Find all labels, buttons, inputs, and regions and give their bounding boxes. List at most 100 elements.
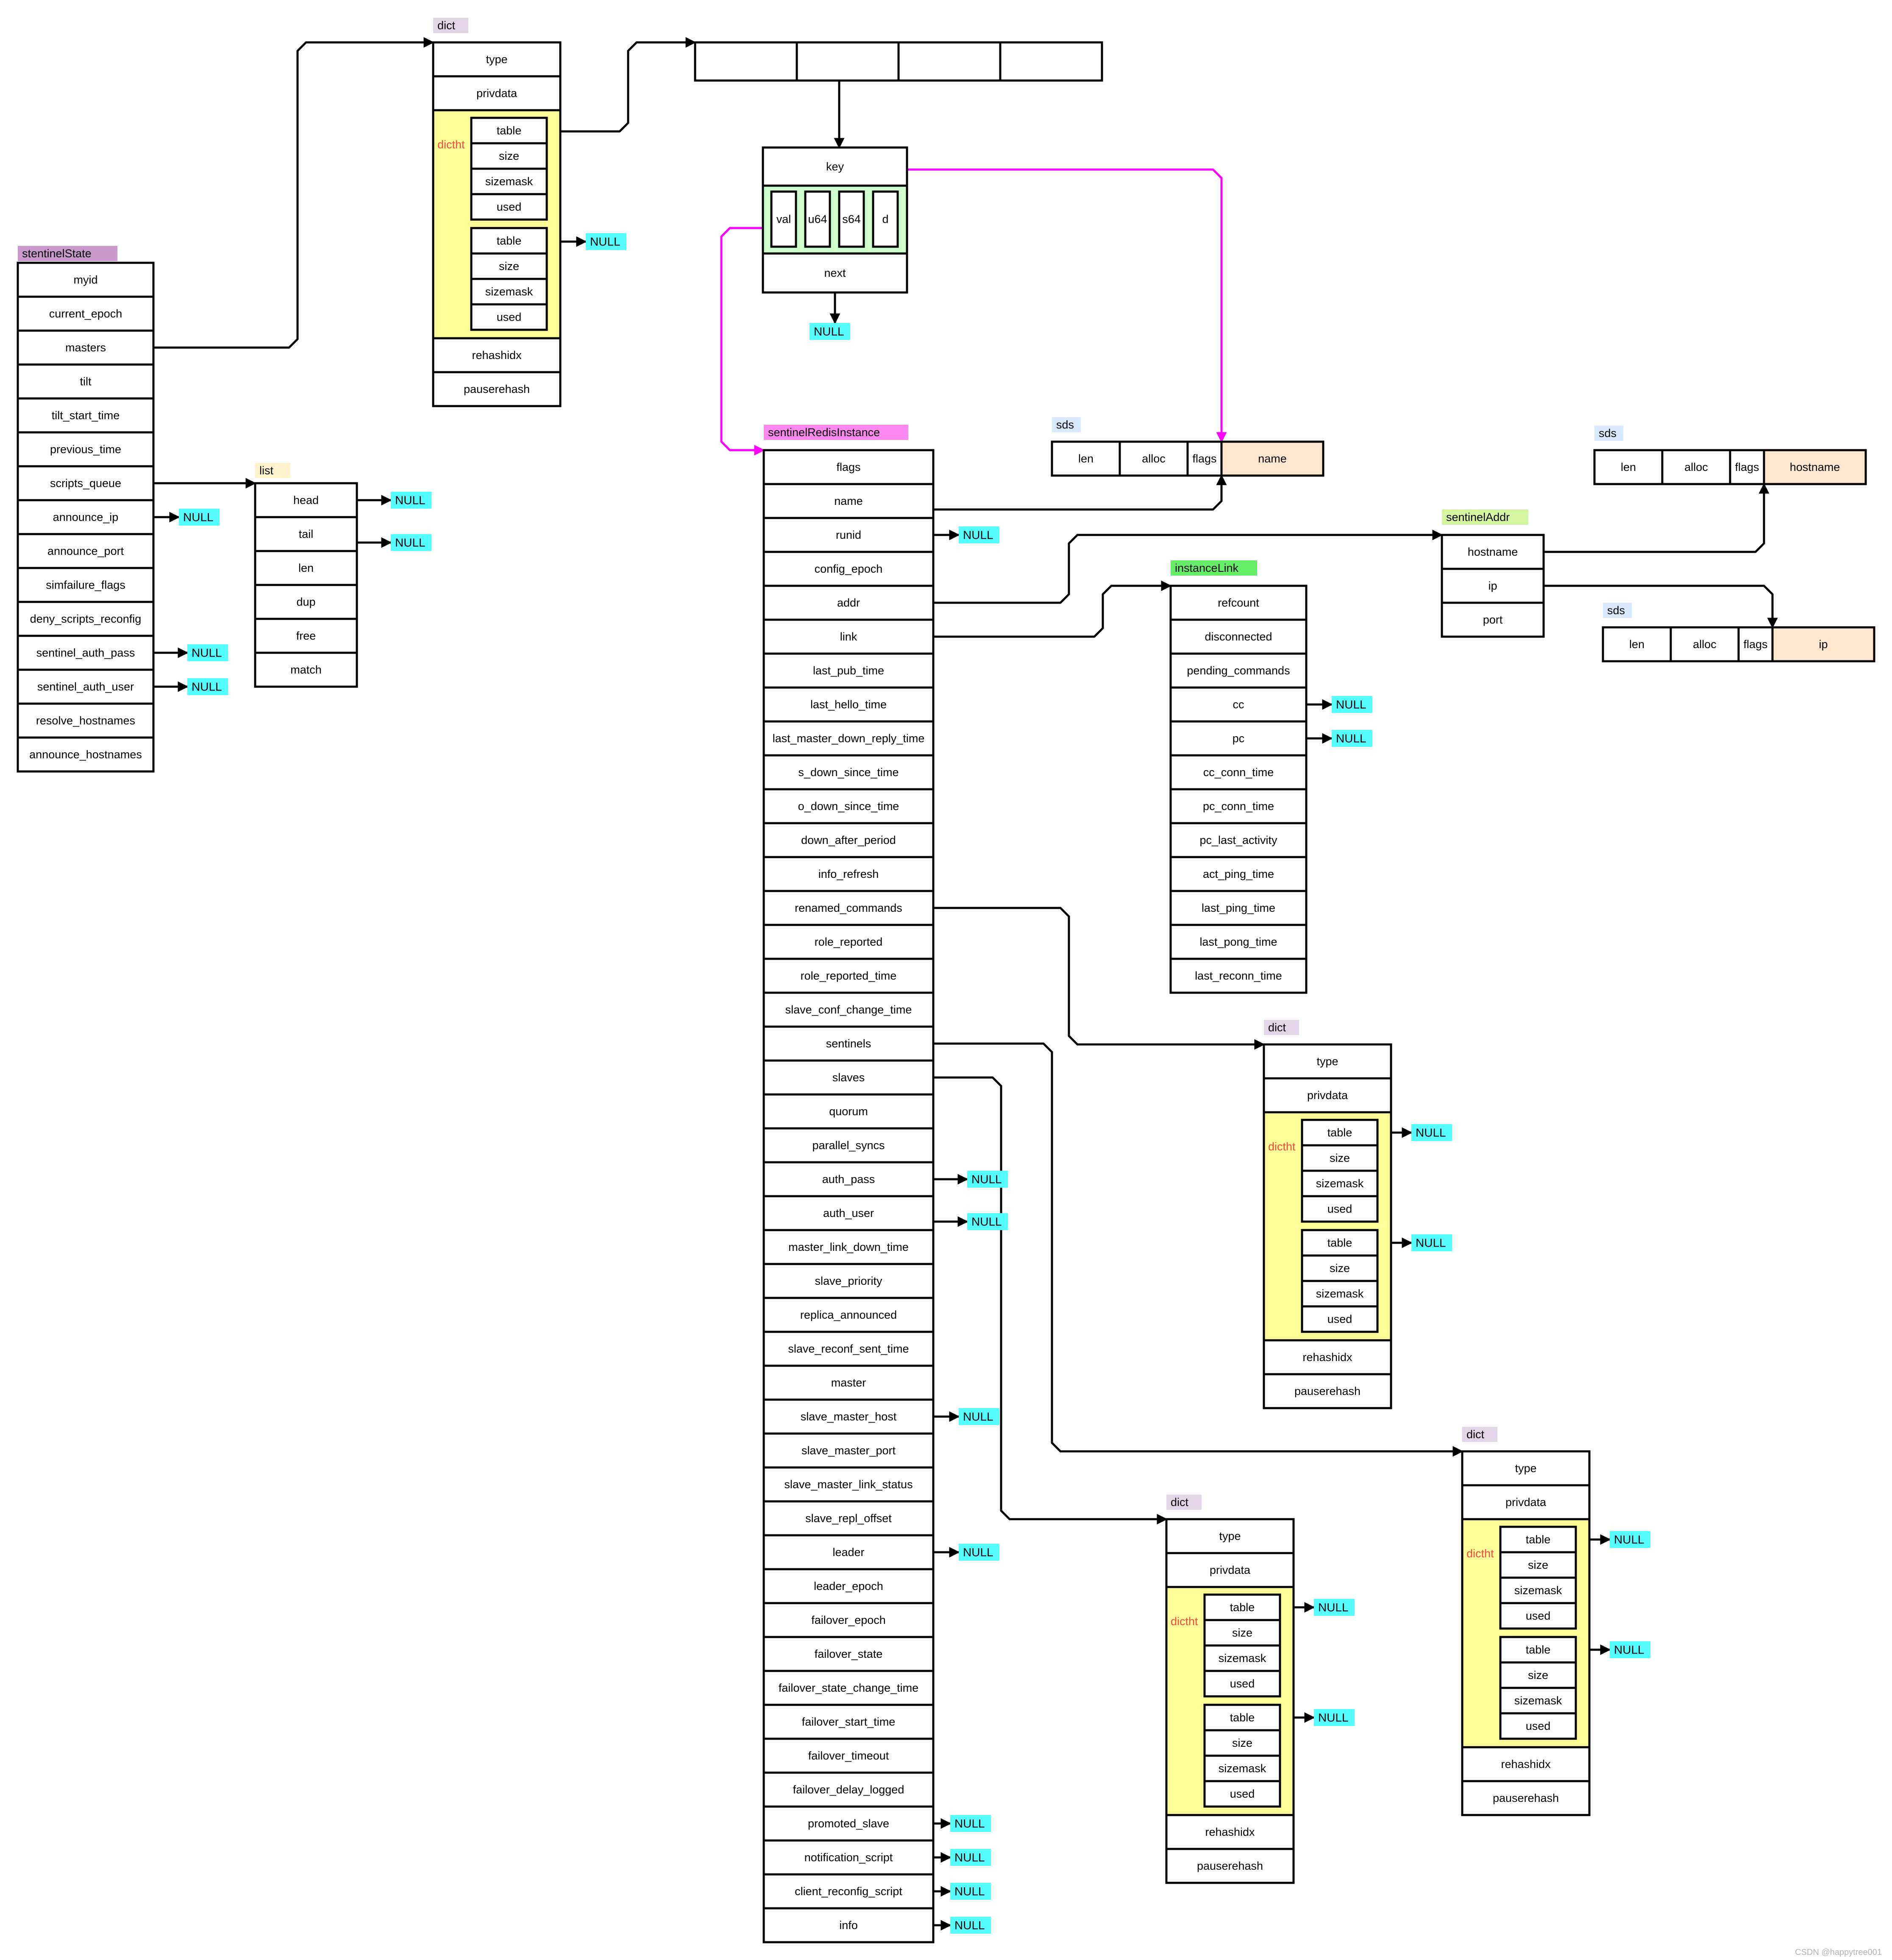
list-len: len bbox=[254, 550, 358, 586]
null-text: NULL bbox=[192, 680, 222, 693]
sri-failover-state-change-time: failover_state_change_time bbox=[762, 1670, 935, 1706]
masters-dict-type-label: type bbox=[486, 53, 507, 66]
instance-link-cc-conn-time: cc_conn_time bbox=[1169, 754, 1308, 791]
list-tag: list bbox=[255, 463, 290, 478]
sri-master-label: master bbox=[831, 1376, 866, 1389]
null-text: NULL bbox=[1336, 698, 1366, 711]
sds-ip-len: len bbox=[1602, 626, 1672, 663]
null-badge: NULL bbox=[950, 1815, 991, 1832]
pointer-arrow bbox=[1526, 483, 1770, 553]
instance-link-refcount: refcount bbox=[1169, 585, 1308, 621]
renamed-commands-dict-tag-text: dict bbox=[1268, 1021, 1286, 1034]
list-tail: tail bbox=[254, 516, 358, 552]
sds-name-flags: flags bbox=[1186, 440, 1223, 477]
dict-entry-key: key bbox=[762, 146, 908, 187]
sentinel-state-masters-label: masters bbox=[65, 341, 106, 354]
masters-dict-tag: dict bbox=[433, 18, 468, 33]
sri-client-reconfig-script: client_reconfig_script bbox=[762, 1873, 935, 1910]
null-text: NULL bbox=[1416, 1126, 1446, 1139]
sri-quorum: quorum bbox=[762, 1093, 935, 1130]
instance-link-cc-conn-time-label: cc_conn_time bbox=[1203, 766, 1274, 779]
slaves-dict-ht1-used-label: used bbox=[1230, 1787, 1255, 1800]
sds-name-tag: sds bbox=[1052, 417, 1081, 432]
sentinel-state-scripts-queue: scripts_queue bbox=[17, 465, 155, 501]
sri-failover-timeout: failover_timeout bbox=[762, 1737, 935, 1774]
sentinels-dict-pauserehash-label: pauserehash bbox=[1493, 1792, 1559, 1804]
instance-link-pc-conn-time: pc_conn_time bbox=[1169, 788, 1308, 824]
sentinel-state-previous-time: previous_time bbox=[17, 431, 155, 468]
sri-sentinels: sentinels bbox=[762, 1025, 935, 1062]
renamed-commands-dict-ht0-used: used bbox=[1301, 1195, 1379, 1223]
masters-dict-pauserehash: pauserehash bbox=[432, 371, 562, 407]
slaves-dict-ht1-used: used bbox=[1203, 1780, 1281, 1808]
sri-addr: addr bbox=[762, 585, 935, 621]
sri-slave-priority: slave_priority bbox=[762, 1263, 935, 1299]
instance-link-cc: cc bbox=[1169, 686, 1308, 723]
renamed-commands-dict-ht0-table-label: table bbox=[1327, 1126, 1352, 1139]
sri-slave-master-port-label: slave_master_port bbox=[801, 1444, 896, 1457]
sds-hostname-tag: sds bbox=[1594, 426, 1623, 441]
sri-failover-delay-logged-label: failover_delay_logged bbox=[793, 1783, 904, 1796]
sri-failover-start-time: failover_start_time bbox=[762, 1704, 935, 1740]
sentinel-state-announce-ip-label: announce_ip bbox=[53, 511, 119, 523]
slaves-dict-privdata: privdata bbox=[1165, 1552, 1295, 1588]
renamed-commands-dict-pauserehash: pauserehash bbox=[1263, 1373, 1392, 1409]
masters-dict-ht1-size: size bbox=[470, 252, 548, 280]
sentinels-dict-ht1-used-label: used bbox=[1526, 1720, 1551, 1732]
instance-link-pc-conn-time-label: pc_conn_time bbox=[1203, 800, 1274, 813]
slaves-dict-privdata-label: privdata bbox=[1210, 1564, 1251, 1576]
pointer-arrow bbox=[882, 1076, 1168, 1525]
sentinel-state-resolve-hostnames: resolve_hostnames bbox=[17, 702, 155, 739]
sri-slave-master-port: slave_master_port bbox=[762, 1432, 935, 1469]
sri-slave-master-link-status-label: slave_master_link_status bbox=[784, 1478, 913, 1491]
sds-ip-buf-label: ip bbox=[1819, 638, 1828, 651]
sentinels-dict-ht1-size: size bbox=[1499, 1661, 1577, 1689]
sentinel-state-myid-label: myid bbox=[73, 273, 97, 286]
masters-dict: typeprivdatadicthttablesizesizemaskusedt… bbox=[432, 41, 562, 407]
sri-auth-pass: auth_pass bbox=[762, 1161, 935, 1197]
sds-hostname-len: len bbox=[1593, 449, 1664, 485]
sri-slave-reconf-sent-time-label: slave_reconf_sent_time bbox=[788, 1342, 909, 1355]
renamed-commands-dict-ht1-sizemask: sizemask bbox=[1301, 1280, 1379, 1308]
sentinels-dict-ht1-used: used bbox=[1499, 1712, 1577, 1740]
sri-renamed-commands-label: renamed_commands bbox=[795, 902, 902, 914]
sri-info-refresh-label: info_refresh bbox=[818, 868, 879, 880]
null-badge: NULL bbox=[1314, 1599, 1355, 1616]
sentinel-state-tilt-start-time-label: tilt_start_time bbox=[52, 409, 120, 422]
sentinel-redis-instance: flagsnamerunidconfig_epochaddrlinklast_p… bbox=[762, 449, 935, 1943]
sds-ip-flags-label: flags bbox=[1743, 638, 1767, 651]
sentinels-dict: typeprivdatadicthttablesizesizemaskusedt… bbox=[1461, 1450, 1591, 1816]
sentinel-state-current-epoch: current_epoch bbox=[17, 295, 155, 332]
sri-leader-epoch: leader_epoch bbox=[762, 1568, 935, 1604]
sri-failover-epoch-label: failover_epoch bbox=[811, 1614, 886, 1626]
watermark: CSDN @happytree001 bbox=[1795, 1948, 1882, 1957]
sds-hostname-buf-label: hostname bbox=[1790, 461, 1840, 473]
sri-failover-timeout-label: failover_timeout bbox=[808, 1749, 889, 1762]
masters-dict-ht0-sizemask-label: sizemask bbox=[485, 175, 533, 188]
sri-config-epoch: config_epoch bbox=[762, 551, 935, 587]
null-badge: NULL bbox=[959, 1544, 999, 1561]
sri-last-hello-time: last_hello_time bbox=[762, 686, 935, 723]
null-text: NULL bbox=[395, 536, 426, 549]
renamed-commands-dict-privdata: privdata bbox=[1263, 1077, 1392, 1114]
masters-dict-ht1-used-label: used bbox=[497, 311, 522, 323]
null-badge: NULL bbox=[959, 526, 999, 543]
sentinels-dict-type-label: type bbox=[1515, 1462, 1536, 1475]
null-badge: NULL bbox=[1332, 696, 1372, 713]
sri-failover-epoch: failover_epoch bbox=[762, 1602, 935, 1638]
dict-entry-union-val: val bbox=[770, 190, 797, 248]
sentinel-state-masters: masters bbox=[17, 329, 155, 366]
slaves-dict-tag-text: dict bbox=[1171, 1496, 1189, 1509]
sri-addr-label: addr bbox=[837, 596, 860, 609]
null-text: NULL bbox=[954, 1851, 985, 1864]
sentinels-dict-ht0-sizemask-label: sizemask bbox=[1514, 1584, 1562, 1597]
sentinels-dict-type: type bbox=[1461, 1450, 1591, 1487]
null-badge: NULL bbox=[950, 1917, 991, 1934]
sds-ip-len-label: len bbox=[1629, 638, 1644, 651]
masters-dict-ht1-used: used bbox=[470, 303, 548, 331]
null-badge: NULL bbox=[391, 492, 431, 509]
masters-dict-ht1-size-label: size bbox=[499, 260, 519, 273]
